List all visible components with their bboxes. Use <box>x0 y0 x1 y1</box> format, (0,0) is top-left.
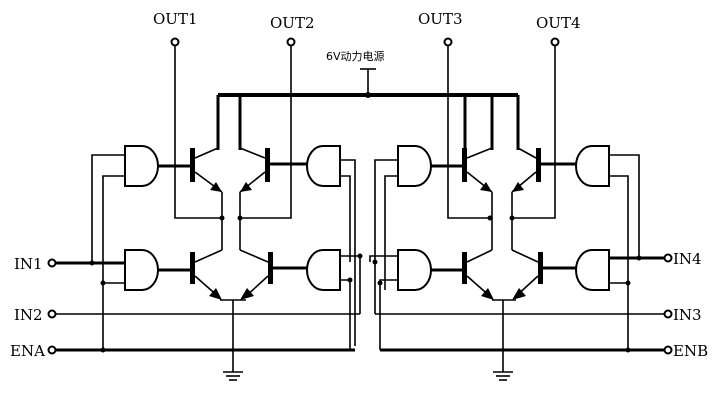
and-gate-3 <box>306 145 341 187</box>
out3-label: OUT3 <box>418 10 463 28</box>
right-junction-1 <box>487 215 493 221</box>
and-gate-2 <box>124 249 159 291</box>
gate3-input-a <box>340 159 356 346</box>
in1-label: IN1 <box>14 255 43 273</box>
text-labels: OUT1 OUT2 OUT3 OUT4 6V动力电源 IN1 IN2 ENA I… <box>10 10 708 360</box>
q1-base-bar <box>190 148 195 182</box>
q6-base-bar <box>536 148 541 182</box>
q3-collector <box>194 249 223 263</box>
in3-label: IN3 <box>673 306 702 324</box>
q1-collector <box>194 147 219 159</box>
left-junction-2 <box>237 215 243 221</box>
power-label: 6V动力电源 <box>326 49 385 63</box>
q3-base-bar <box>190 252 195 284</box>
in1-to-gate1 <box>91 154 125 263</box>
out3-terminal[interactable] <box>443 37 453 47</box>
gate3-input-b <box>340 175 351 262</box>
q6-collector <box>517 147 537 159</box>
right-bridge <box>462 147 543 381</box>
left-gates <box>124 145 341 291</box>
and-gate-5 <box>397 145 432 187</box>
q2-base-bar <box>265 148 270 182</box>
q7-arrow <box>481 288 494 300</box>
out4-label: OUT4 <box>536 14 581 32</box>
gate6-input <box>369 255 398 262</box>
input-terminals <box>47 253 673 355</box>
q5-base-bar <box>462 148 467 182</box>
and-gate-4 <box>306 249 341 291</box>
out1-wire <box>174 46 222 219</box>
left-input-wiring <box>54 154 363 353</box>
and-gate-7 <box>575 145 610 187</box>
out2-terminal[interactable] <box>286 37 296 47</box>
power-supply <box>216 68 520 150</box>
in2-terminal[interactable] <box>47 309 57 319</box>
in3-terminal[interactable] <box>663 309 673 319</box>
right-junction-2 <box>509 215 515 221</box>
out3-wire <box>447 46 490 219</box>
in4-terminal[interactable] <box>663 253 673 263</box>
ena-to-gate4 <box>340 279 351 350</box>
q4-arrow <box>240 288 254 300</box>
out4-terminal[interactable] <box>550 37 560 47</box>
in2-junction-1 <box>357 253 363 259</box>
out4-wire <box>510 46 556 219</box>
enb-to-gate6 <box>379 279 398 350</box>
ena-terminal[interactable] <box>47 345 57 355</box>
out1-label: OUT1 <box>153 10 198 28</box>
out2-wire <box>238 46 292 219</box>
q7-collector <box>466 249 493 263</box>
out1-terminal[interactable] <box>170 37 180 47</box>
in4-to-gate7 <box>609 154 640 258</box>
q4-base-bar <box>268 252 273 284</box>
in3-junction-1 <box>372 259 378 265</box>
left-bridge <box>190 147 273 381</box>
enb-label: ENB <box>673 342 708 360</box>
and-gate-8 <box>575 249 610 291</box>
output-terminals <box>170 37 560 219</box>
q4-collector <box>239 249 269 263</box>
q3-arrow <box>209 288 222 300</box>
right-input-wiring <box>369 154 665 353</box>
q2-arrow <box>240 182 252 192</box>
right-ground-icon <box>493 371 513 381</box>
ena-junction-3 <box>347 277 353 283</box>
gate5-input-a <box>374 159 398 314</box>
out2-label: OUT2 <box>270 14 315 32</box>
in1-terminal[interactable] <box>47 258 57 268</box>
and-gate-6 <box>397 249 432 291</box>
q5-arrow <box>480 182 492 192</box>
q8-arrow <box>512 288 526 300</box>
q8-collector <box>511 249 539 263</box>
right-gates <box>397 145 610 291</box>
left-junction-1 <box>219 215 225 221</box>
q1-arrow <box>210 182 222 192</box>
ena-to-gate1 <box>102 175 125 350</box>
in4-label: IN4 <box>673 250 702 268</box>
q6-arrow <box>512 182 524 192</box>
enb-to-gate7 <box>609 175 629 350</box>
in2-label: IN2 <box>14 306 43 324</box>
q8-base-bar <box>538 252 543 284</box>
enb-junction-3 <box>377 280 383 286</box>
q5-collector <box>466 147 493 159</box>
gate5-input-b <box>384 175 398 290</box>
left-ground-icon <box>223 371 243 381</box>
q7-base-bar <box>462 252 467 284</box>
enb-terminal[interactable] <box>663 345 673 355</box>
power-junction <box>365 92 371 98</box>
and-gate-1 <box>124 145 159 187</box>
ena-label: ENA <box>10 342 45 360</box>
q2-collector <box>239 147 266 159</box>
